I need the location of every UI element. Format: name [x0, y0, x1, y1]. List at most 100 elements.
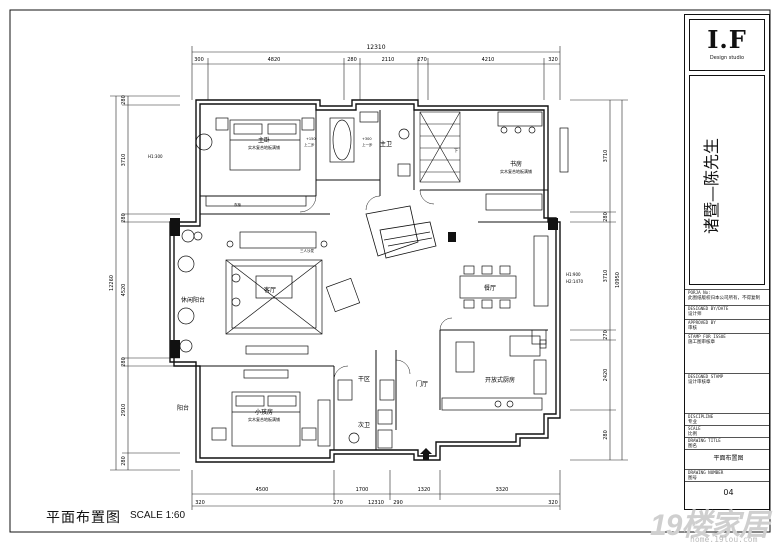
stairwell: [419, 111, 461, 183]
room-leisure-balcony: 休闲阳台: [181, 296, 205, 304]
dim-right-2: 280: [603, 212, 609, 222]
tb-row-drawing-title: DRAWING TITLE 图名: [685, 437, 769, 449]
note-window-height-right: H1:900: [566, 272, 581, 277]
dim-top-4: 2110: [382, 57, 395, 63]
door-swings: [299, 189, 453, 381]
room-dry-area: 干区: [358, 376, 370, 383]
tb-value: 此图纸版权归本公司所有，不得复制: [688, 295, 760, 301]
client-name: 诸暨—陈先生: [702, 137, 721, 235]
wall-columns: [170, 218, 558, 358]
kitchen-fixtures: [441, 335, 547, 411]
dim-total-left: 12260: [109, 275, 115, 291]
tb-label: DISCIPLINE: [688, 414, 714, 419]
tb-value: 比例: [688, 431, 697, 437]
dim-top-5: 270: [417, 57, 427, 63]
dim-left-5: 280: [121, 357, 127, 367]
tb-value: 专业: [688, 419, 697, 425]
room-living: 客厅: [264, 286, 276, 294]
room-guest-bath: 次卫: [358, 421, 370, 429]
dim-bottom-inner-1: 320: [195, 500, 205, 506]
title-block: I.F Design studio 诸暨—陈先生 PORJA No: 此图纸版权…: [684, 14, 770, 510]
note-elevation2: +300: [362, 137, 372, 141]
tb-row-approved: APPROVED BY 审核: [685, 319, 769, 333]
living-furniture: [225, 231, 361, 355]
dim-bottom-1: 4500: [256, 487, 269, 493]
tb-row-drawing-name: 平面布置图: [685, 449, 769, 469]
studio-logo: I.F Design studio: [689, 19, 765, 71]
dim-left-3: 280: [121, 213, 127, 223]
balcony-furniture: [177, 229, 203, 353]
logo-mark: I.F: [707, 25, 747, 54]
dim-top-7: 320: [548, 57, 558, 63]
room-master-bath: 主卫: [380, 140, 392, 148]
room-master-bedroom: 主卧: [258, 136, 270, 144]
room-master-bedroom-note: 实木复合地板满铺: [248, 144, 280, 150]
dim-top-6: 4210: [482, 57, 495, 63]
tb-label: DRAWING NUMBER: [688, 470, 724, 475]
tb-row-designed-stamp: DESIGNED STAMP 设计审核章: [685, 373, 769, 413]
entrance-arrow: [420, 448, 432, 460]
room-kids-note: 实木复合地板满铺: [248, 416, 280, 422]
watermark-text: 19楼家居: [650, 509, 769, 542]
watermark-url: home.19lou.com: [690, 535, 758, 544]
note-down: 下: [454, 148, 458, 153]
tb-value: 图号: [688, 475, 697, 481]
guest-bath-fixtures: [337, 379, 395, 449]
note-sofa: 三人沙发: [300, 248, 314, 253]
dim-left-4: 4520: [121, 284, 127, 297]
note-window-height-left: H1:300: [148, 154, 163, 159]
tb-label: APPROVED BY: [688, 320, 716, 325]
note-up1: 上一步: [362, 142, 373, 147]
exterior-walls: [169, 99, 561, 463]
note-up2: 上二步: [304, 142, 315, 147]
dim-top-2: 4820: [268, 57, 281, 63]
room-balcony: 阳台: [177, 404, 189, 412]
dim-right-4: 270: [603, 330, 609, 340]
tb-row-drawing-number-value: 04: [685, 481, 769, 509]
client-box: 诸暨—陈先生: [689, 75, 765, 285]
dim-bottom-4: 3320: [496, 487, 509, 493]
note-elevation1: +150: [306, 137, 316, 141]
tb-value: 施工图审核章: [688, 339, 715, 345]
tb-row-drawing-number: DRAWING NUMBER 图号: [685, 469, 769, 481]
note-wardrobe: 衣柜: [234, 202, 241, 207]
tb-value: 设计审核章: [688, 379, 711, 385]
dim-right-6: 280: [603, 430, 609, 440]
dim-bottom-inner-4: 320: [548, 500, 558, 506]
tb-value: 设计师: [688, 311, 702, 317]
tb-row-discipline: DISCIPLINE 专业: [685, 413, 769, 425]
dim-total-top: 12310: [366, 44, 385, 51]
dim-left-7: 280: [121, 456, 127, 466]
tb-row-stamp-issue: STAMP FOR ISSUE 施工图审核章: [685, 333, 769, 373]
room-study-note: 实木复合地板满铺: [500, 168, 532, 174]
room-foyer: 门厅: [416, 380, 428, 388]
dim-bottom-inner-3: 290: [393, 500, 403, 506]
tb-row-scale: SCALE 比例: [685, 425, 769, 437]
room-study: 书房: [510, 160, 522, 168]
angled-corridor: [365, 205, 437, 259]
dim-left-1: 280: [121, 95, 127, 105]
drawing-name: 平面布置图: [713, 455, 744, 462]
sheet-title: 平面布置图: [46, 510, 121, 526]
tb-label: DRAWING TITLE: [688, 438, 721, 443]
dim-right-1: 3710: [603, 150, 609, 163]
dim-total-bottom: 12310: [368, 500, 384, 506]
note-window-height-right2: H2:1470: [566, 279, 584, 284]
tb-label: STAMP FOR ISSUE: [688, 334, 726, 339]
drawing-number: 04: [723, 488, 734, 497]
tb-row-project: PORJA No: 此图纸版权归本公司所有，不得复制: [685, 289, 769, 305]
room-kids: 小孩房: [255, 408, 273, 416]
tb-label: DESIGNED BY/DATE: [688, 306, 729, 311]
tb-label: SCALE: [688, 426, 701, 431]
tb-label: DESIGNED STAMP: [688, 374, 724, 379]
dim-top-3: 280: [347, 57, 357, 63]
dim-right-3: 3710: [603, 270, 609, 283]
room-open-kitchen: 开放式厨房: [485, 376, 515, 384]
master-bath-fixtures: [329, 111, 411, 177]
dim-bottom-inner-2: 270: [333, 500, 343, 506]
tb-row-designed: DESIGNED BY/DATE 设计师: [685, 305, 769, 319]
top-dimensions: [191, 46, 561, 100]
master-bed: [195, 117, 315, 207]
tb-label: PORJA No:: [688, 290, 711, 295]
bottom-dimensions: [191, 470, 561, 510]
